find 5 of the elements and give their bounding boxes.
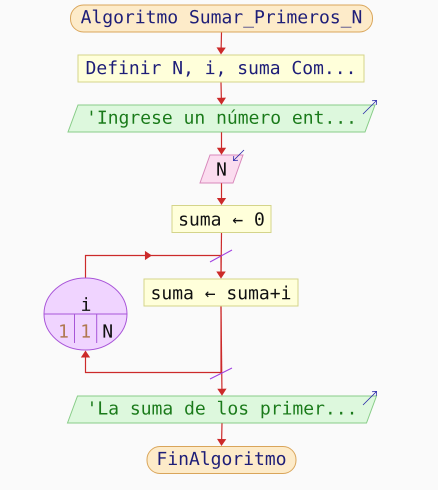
process-box: Definir N, i, suma Com... bbox=[78, 54, 364, 82]
process-box: suma ← suma+i bbox=[144, 278, 298, 306]
process-box: suma ← 0 bbox=[172, 205, 272, 233]
terminal-box: Algoritmo Sumar_Primeros_N bbox=[70, 4, 373, 32]
terminal-box: FinAlgoritmo bbox=[146, 446, 296, 474]
